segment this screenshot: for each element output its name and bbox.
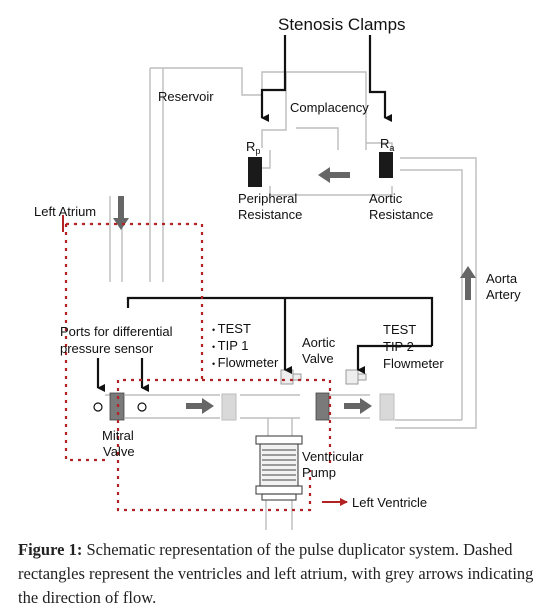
flow-arrows xyxy=(113,167,476,414)
flow-arrow-aorta-up xyxy=(460,266,476,300)
rp-label: Rp xyxy=(246,139,260,156)
left-atrium-dashed xyxy=(66,222,204,382)
ventricle-dashed xyxy=(116,380,312,512)
pump-shaft xyxy=(265,500,293,530)
ventricular-pump-icon xyxy=(255,435,303,501)
left-ventricle-label: Left Ventricle xyxy=(352,495,427,510)
aortic-valve-label-1: Aortic xyxy=(302,335,336,350)
ra-label: Ra xyxy=(380,136,394,153)
tip2-label-1: TEST xyxy=(383,322,416,337)
ventricle-dashed-right xyxy=(202,378,332,468)
tip2-label-2: TIP 2 xyxy=(383,339,414,354)
aorta-label-2: Artery xyxy=(486,287,521,302)
pump-connector xyxy=(267,418,293,436)
aortic-resistance-to-aorta xyxy=(400,157,477,420)
reservoir-outline xyxy=(150,67,287,148)
flow-arrow-left-top xyxy=(318,167,350,183)
sensor-lines xyxy=(96,296,434,392)
mitral-valve-label-1: Mitral xyxy=(102,428,134,443)
caption-text: Schematic representation of the pulse du… xyxy=(18,540,534,607)
aortic-resistance-label-1: Aortic xyxy=(369,191,403,206)
caption-label: Figure 1: xyxy=(18,540,83,559)
mitral-valve-label-2: Valve xyxy=(103,444,135,459)
aortic-valve-block xyxy=(315,392,330,421)
aortic-resistance-label-2: Resistance xyxy=(369,207,433,222)
flow-arrow-right-1 xyxy=(186,398,214,414)
tip1-flowmeter-block xyxy=(221,393,237,421)
pulse-duplicator-schematic: Stenosis Clamps Reservoir Complacency Rp… xyxy=(34,15,521,530)
ventricular-pump-label-1: Ventricular xyxy=(302,449,364,464)
peripheral-resistance-label-2: Resistance xyxy=(238,207,302,222)
left-atrium-label: Left Atrium xyxy=(34,204,96,219)
resistor-bridge-pipe xyxy=(255,142,393,196)
flow-arrow-down-atrium xyxy=(113,196,129,230)
aorta-return xyxy=(395,419,477,429)
mitral-line xyxy=(105,394,220,419)
aorta-label-1: Aorta xyxy=(486,271,518,286)
tubing xyxy=(105,67,477,530)
tip1-fitting-icon xyxy=(280,369,302,385)
peripheral-resistance-block xyxy=(248,157,262,187)
tip2-label-3: Flowmeter xyxy=(383,356,444,371)
port-left-icon xyxy=(93,402,103,412)
tip1-label-3: • Flowmeter xyxy=(212,355,279,370)
reservoir-left-wall xyxy=(149,68,164,282)
ports-label-1: Ports for differential xyxy=(60,324,173,339)
tip2-fitting-icon xyxy=(345,369,367,385)
port-right-icon xyxy=(137,402,147,412)
aortic-resistance-block xyxy=(379,152,393,178)
stenosis-clamp-lines xyxy=(260,35,392,122)
ventricular-pump-label-2: Pump xyxy=(302,465,336,480)
reservoir-label: Reservoir xyxy=(158,89,214,104)
tip1-label-2: • TIP 1 xyxy=(212,338,249,353)
peripheral-resistance-label-1: Peripheral xyxy=(238,191,297,206)
complacency-label: Complacency xyxy=(290,100,369,115)
figure-caption: Figure 1: Schematic representation of th… xyxy=(18,538,538,610)
stenosis-clamps-label: Stenosis Clamps xyxy=(278,15,406,34)
tip2-flowmeter-block xyxy=(379,393,395,421)
aortic-valve-label-2: Valve xyxy=(302,351,334,366)
tip1-label-1: • TEST xyxy=(212,321,251,336)
flow-arrow-right-2 xyxy=(344,398,372,414)
valve-line xyxy=(240,394,370,419)
ports-label-2: pressure sensor xyxy=(60,341,154,356)
dashed-chambers xyxy=(64,222,332,512)
complacency-outline xyxy=(286,71,367,150)
